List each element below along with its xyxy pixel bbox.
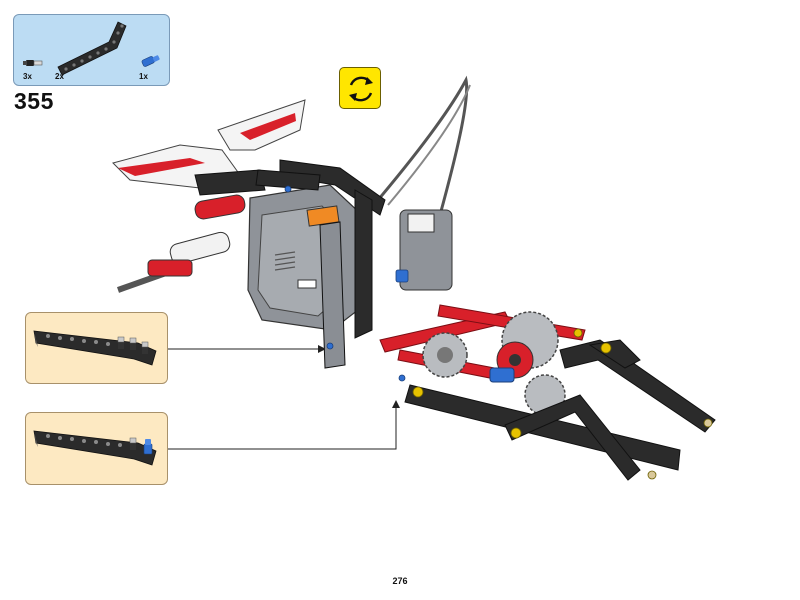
rotate-indicator bbox=[339, 67, 381, 109]
bent-beam-with-axle-pins-icon bbox=[33, 330, 157, 366]
black-bent-beam-icon bbox=[57, 21, 127, 76]
rotate-model-icon bbox=[349, 76, 373, 102]
white-wing-panels bbox=[112, 99, 306, 189]
black-axle-pin-icon bbox=[23, 60, 43, 66]
parts-list-icons bbox=[23, 21, 160, 76]
blue-axle-pin-icon bbox=[141, 55, 160, 67]
page-number: 276 bbox=[392, 576, 408, 586]
red-chassis bbox=[379, 304, 586, 381]
part-count-2: 2x bbox=[55, 72, 64, 81]
cable bbox=[376, 75, 471, 216]
black-frame-beams bbox=[255, 159, 386, 369]
gears bbox=[422, 311, 566, 416]
rear-arm bbox=[116, 169, 266, 293]
step-number: 355 bbox=[14, 88, 54, 114]
blue-pins bbox=[284, 185, 409, 382]
black-legs bbox=[404, 339, 716, 481]
part-count-3: 1x bbox=[139, 72, 148, 81]
motor bbox=[399, 209, 453, 291]
yellow-pins bbox=[412, 328, 713, 480]
callout-arrow-2 bbox=[168, 400, 400, 450]
ev3-brick bbox=[247, 184, 363, 331]
callout-panel-2 bbox=[25, 412, 168, 485]
callout-panel-1 bbox=[25, 312, 168, 384]
callout-arrow-1 bbox=[168, 345, 326, 353]
parts-list-panel: 3x 2x 1x bbox=[13, 14, 170, 86]
bent-beam-with-blue-pin-icon bbox=[33, 430, 157, 466]
part-count-1: 3x bbox=[23, 72, 32, 81]
